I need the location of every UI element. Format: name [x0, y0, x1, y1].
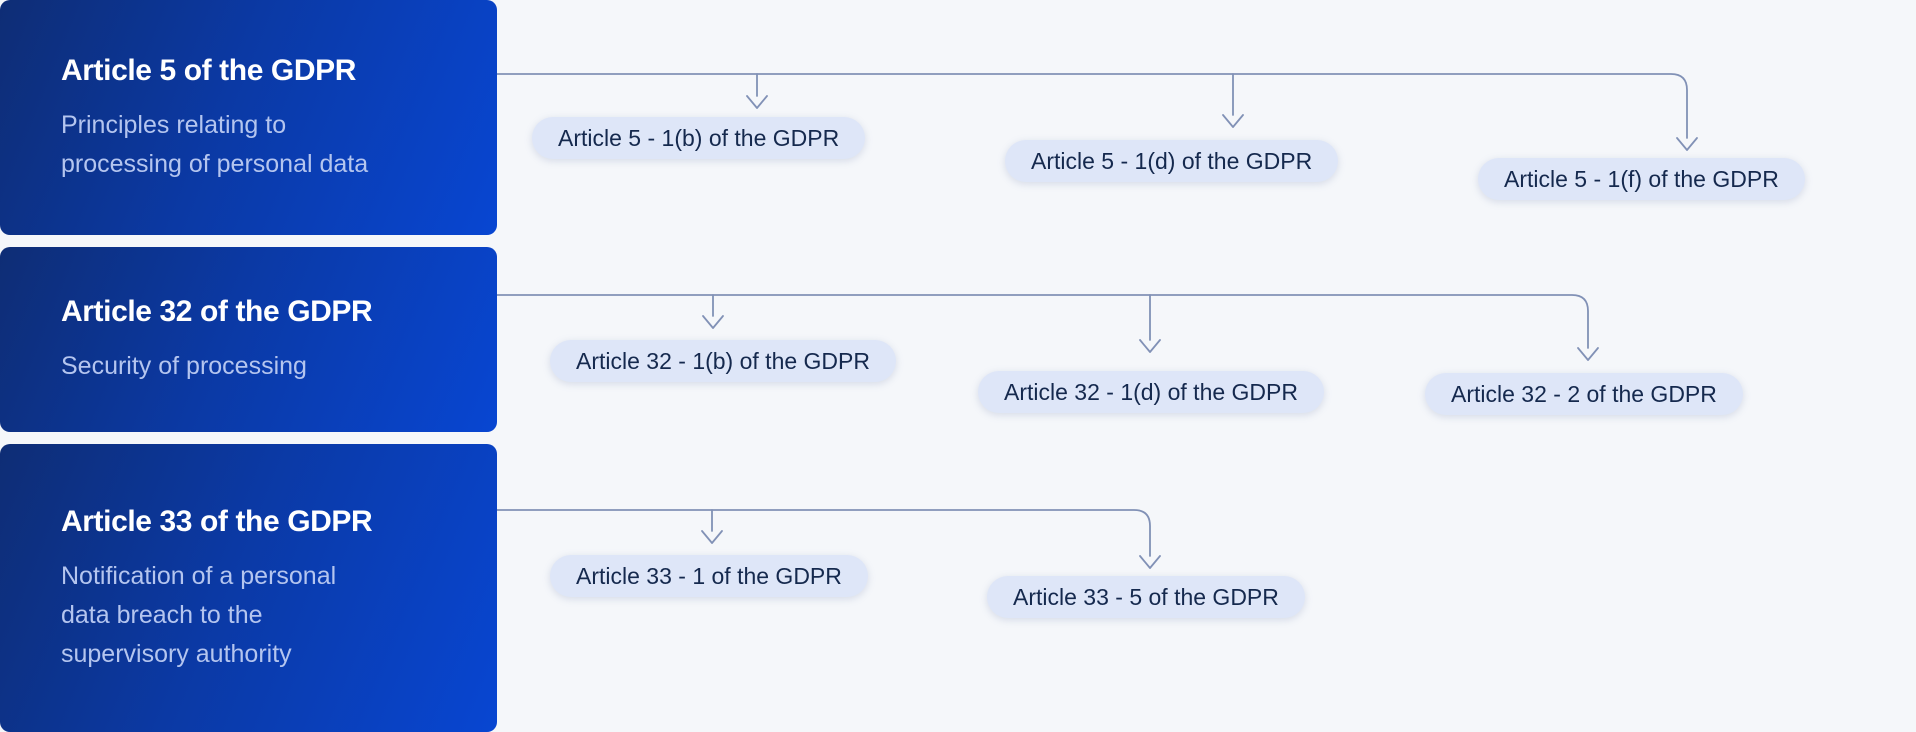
card-article-5-subtitle: Principles relating to processing of per…	[61, 110, 369, 178]
card-article-33-title: Article 33 of the GDPR	[61, 504, 373, 538]
arrowhead-article33-5	[1139, 555, 1161, 569]
node-article-5-1d: Article 5 - 1(d) of the GDPR	[1005, 140, 1339, 182]
card-article-32-title: Article 32 of the GDPR	[61, 295, 373, 328]
arrowhead-article33-1	[701, 530, 723, 544]
node-article-5-1b: Article 5 - 1(b) of the GDPR	[532, 117, 866, 159]
card-article-33-subtitle: Notification of a personal data breach t…	[61, 561, 337, 668]
arrowhead-article5-1d	[1222, 114, 1244, 128]
node-article-32-2: Article 32 - 2 of the GDPR	[1425, 373, 1743, 415]
node-article-5-1f: Article 5 - 1(f) of the GDPR	[1478, 158, 1805, 200]
card-article-5: Article 5 of the GDPR Principles relatin…	[0, 0, 497, 235]
arrowhead-article5-1f	[1676, 137, 1698, 151]
node-article-32-1d: Article 32 - 1(d) of the GDPR	[978, 371, 1324, 413]
card-article-32: Article 32 of the GDPR Security of proce…	[0, 247, 497, 432]
node-article-32-1b: Article 32 - 1(b) of the GDPR	[550, 340, 896, 382]
connector-article32-main	[496, 294, 1589, 349]
card-article-32-subtitle: Security of processing	[61, 352, 307, 380]
arrowhead-article32-2	[1577, 347, 1599, 361]
node-article-33-5: Article 33 - 5 of the GDPR	[987, 576, 1305, 618]
arrowhead-article32-1d	[1139, 339, 1161, 353]
connector-article33-main	[496, 509, 1151, 557]
node-article-33-1: Article 33 - 1 of the GDPR	[550, 555, 868, 597]
card-article-5-title: Article 5 of the GDPR	[61, 53, 356, 87]
connector-article5-main	[496, 73, 1688, 139]
card-article-33: Article 33 of the GDPR Notification of a…	[0, 444, 497, 732]
arrowhead-article32-1b	[702, 315, 724, 329]
arrowhead-article5-1b	[746, 95, 768, 109]
